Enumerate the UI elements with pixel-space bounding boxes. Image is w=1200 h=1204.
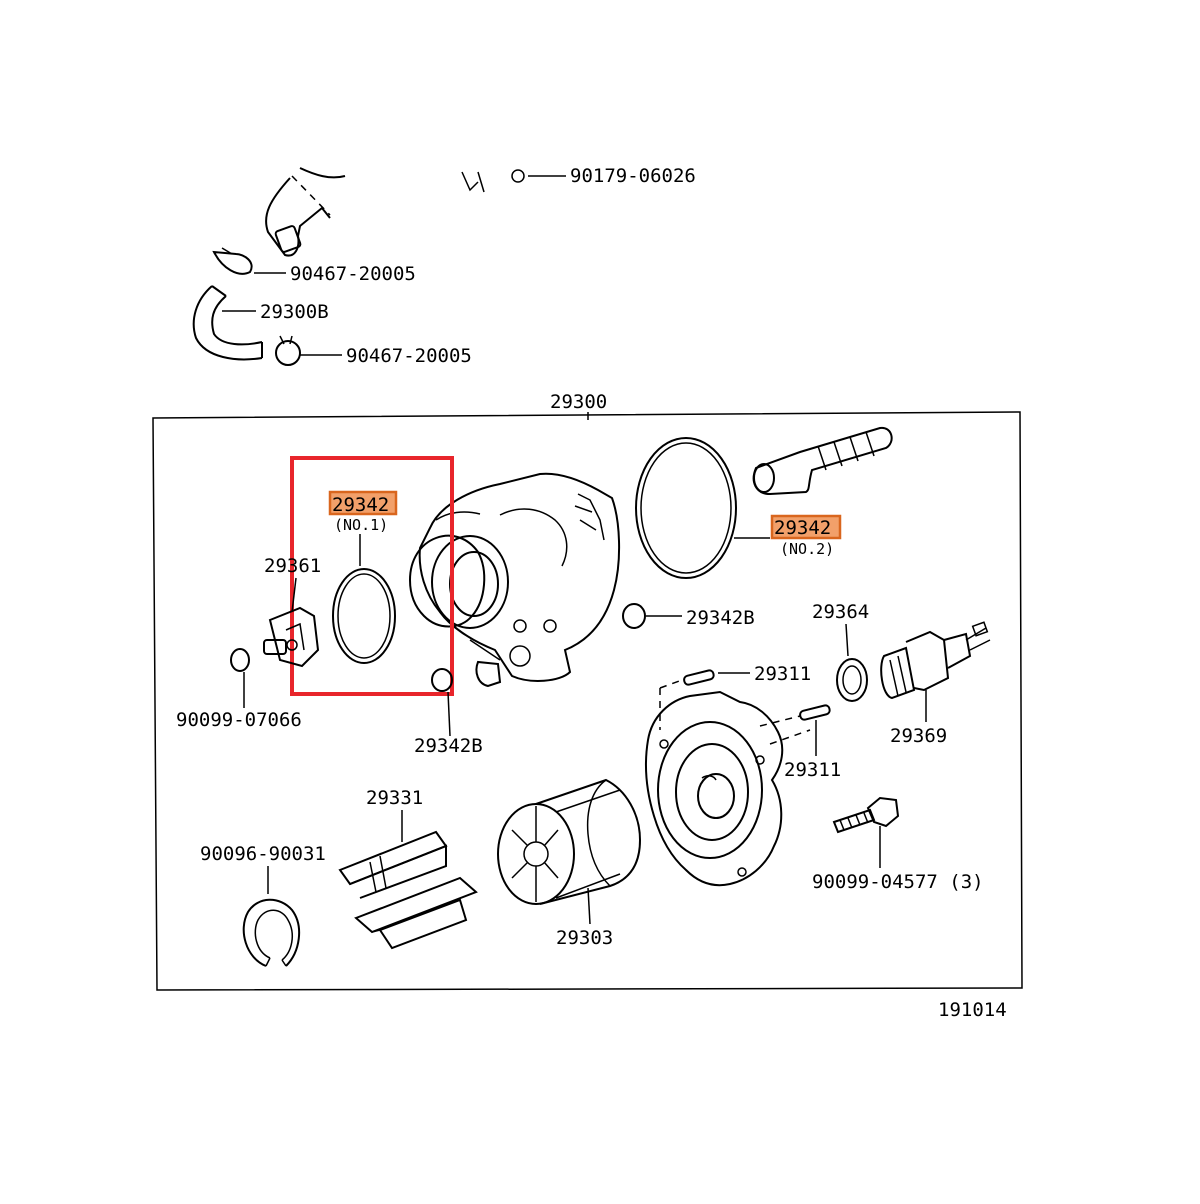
bolt-top-icon — [511, 169, 566, 183]
label-oring-no2: 29342 — [774, 517, 831, 539]
leader-oring-b-lower — [447, 691, 451, 737]
oring-no2-icon — [635, 437, 737, 579]
assembly-frame — [152, 411, 1023, 991]
label-pin-lower: 29311 — [784, 759, 841, 781]
label-29364: 29364 — [812, 601, 869, 623]
pressure-switch-icon — [880, 621, 991, 700]
oring-no1-icon — [332, 568, 396, 664]
pin-upper-icon — [683, 669, 715, 686]
label-29361: 29361 — [264, 555, 321, 577]
label-oring-no1-sub: (NO.1) — [334, 516, 388, 534]
label-oring-no1: 29342 — [332, 494, 389, 516]
label-rotor: 29303 — [556, 927, 613, 949]
hose-clip-b-icon — [275, 335, 301, 366]
small-ring-left-icon — [230, 648, 250, 672]
label-assembly: 29300 — [550, 391, 607, 413]
dashed-guide-left — [659, 679, 683, 730]
leader-29364 — [845, 623, 849, 657]
label-29369: 29369 — [890, 725, 947, 747]
leader-rotor — [587, 887, 591, 925]
gasket-29364-icon — [836, 658, 868, 702]
pump-housing-icon — [408, 472, 621, 688]
label-pin-upper: 29311 — [754, 663, 811, 685]
shaft-coupling-icon — [263, 606, 320, 668]
oring-b-right-icon — [622, 603, 646, 629]
rear-cover-icon — [645, 690, 784, 887]
dashed-guide-right — [759, 715, 811, 745]
highlight-box — [290, 456, 454, 696]
bolt-bottom-icon — [832, 796, 900, 834]
bracket-fragment — [461, 171, 485, 193]
tag-oring-no2 — [770, 514, 842, 540]
label-oring-b-lower: 29342B — [414, 735, 483, 757]
label-oring-b-right: 29342B — [686, 607, 755, 629]
leader-29361 — [291, 577, 297, 613]
oring-b-lower-icon — [431, 668, 453, 692]
pin-lower-icon — [799, 704, 831, 721]
label-oring-no2-sub: (NO.2) — [780, 540, 834, 558]
rotor-icon — [497, 778, 642, 905]
hose-clip-a-icon — [212, 247, 253, 275]
label-bolt-bottom: 90099-04577 (3) — [812, 871, 984, 893]
label-small-ring-left: 90099-07066 — [176, 709, 302, 731]
label-clip-a: 90467-20005 — [290, 263, 416, 285]
label-vanes: 29331 — [366, 787, 423, 809]
vanes-icon — [338, 830, 478, 950]
snap-ring-icon — [242, 898, 301, 967]
splined-shaft-icon — [752, 426, 893, 496]
vacuum-pipe-fitting — [265, 167, 346, 257]
tag-oring-no1 — [328, 490, 398, 516]
label-hose: 29300B — [260, 301, 329, 323]
label-snap-ring: 90096-90031 — [200, 843, 326, 865]
diagram-number: 191014 — [938, 999, 1007, 1021]
label-bolt-top: 90179-06026 — [570, 165, 696, 187]
label-clip-b: 90467-20005 — [346, 345, 472, 367]
vacuum-hose-icon — [192, 285, 263, 361]
